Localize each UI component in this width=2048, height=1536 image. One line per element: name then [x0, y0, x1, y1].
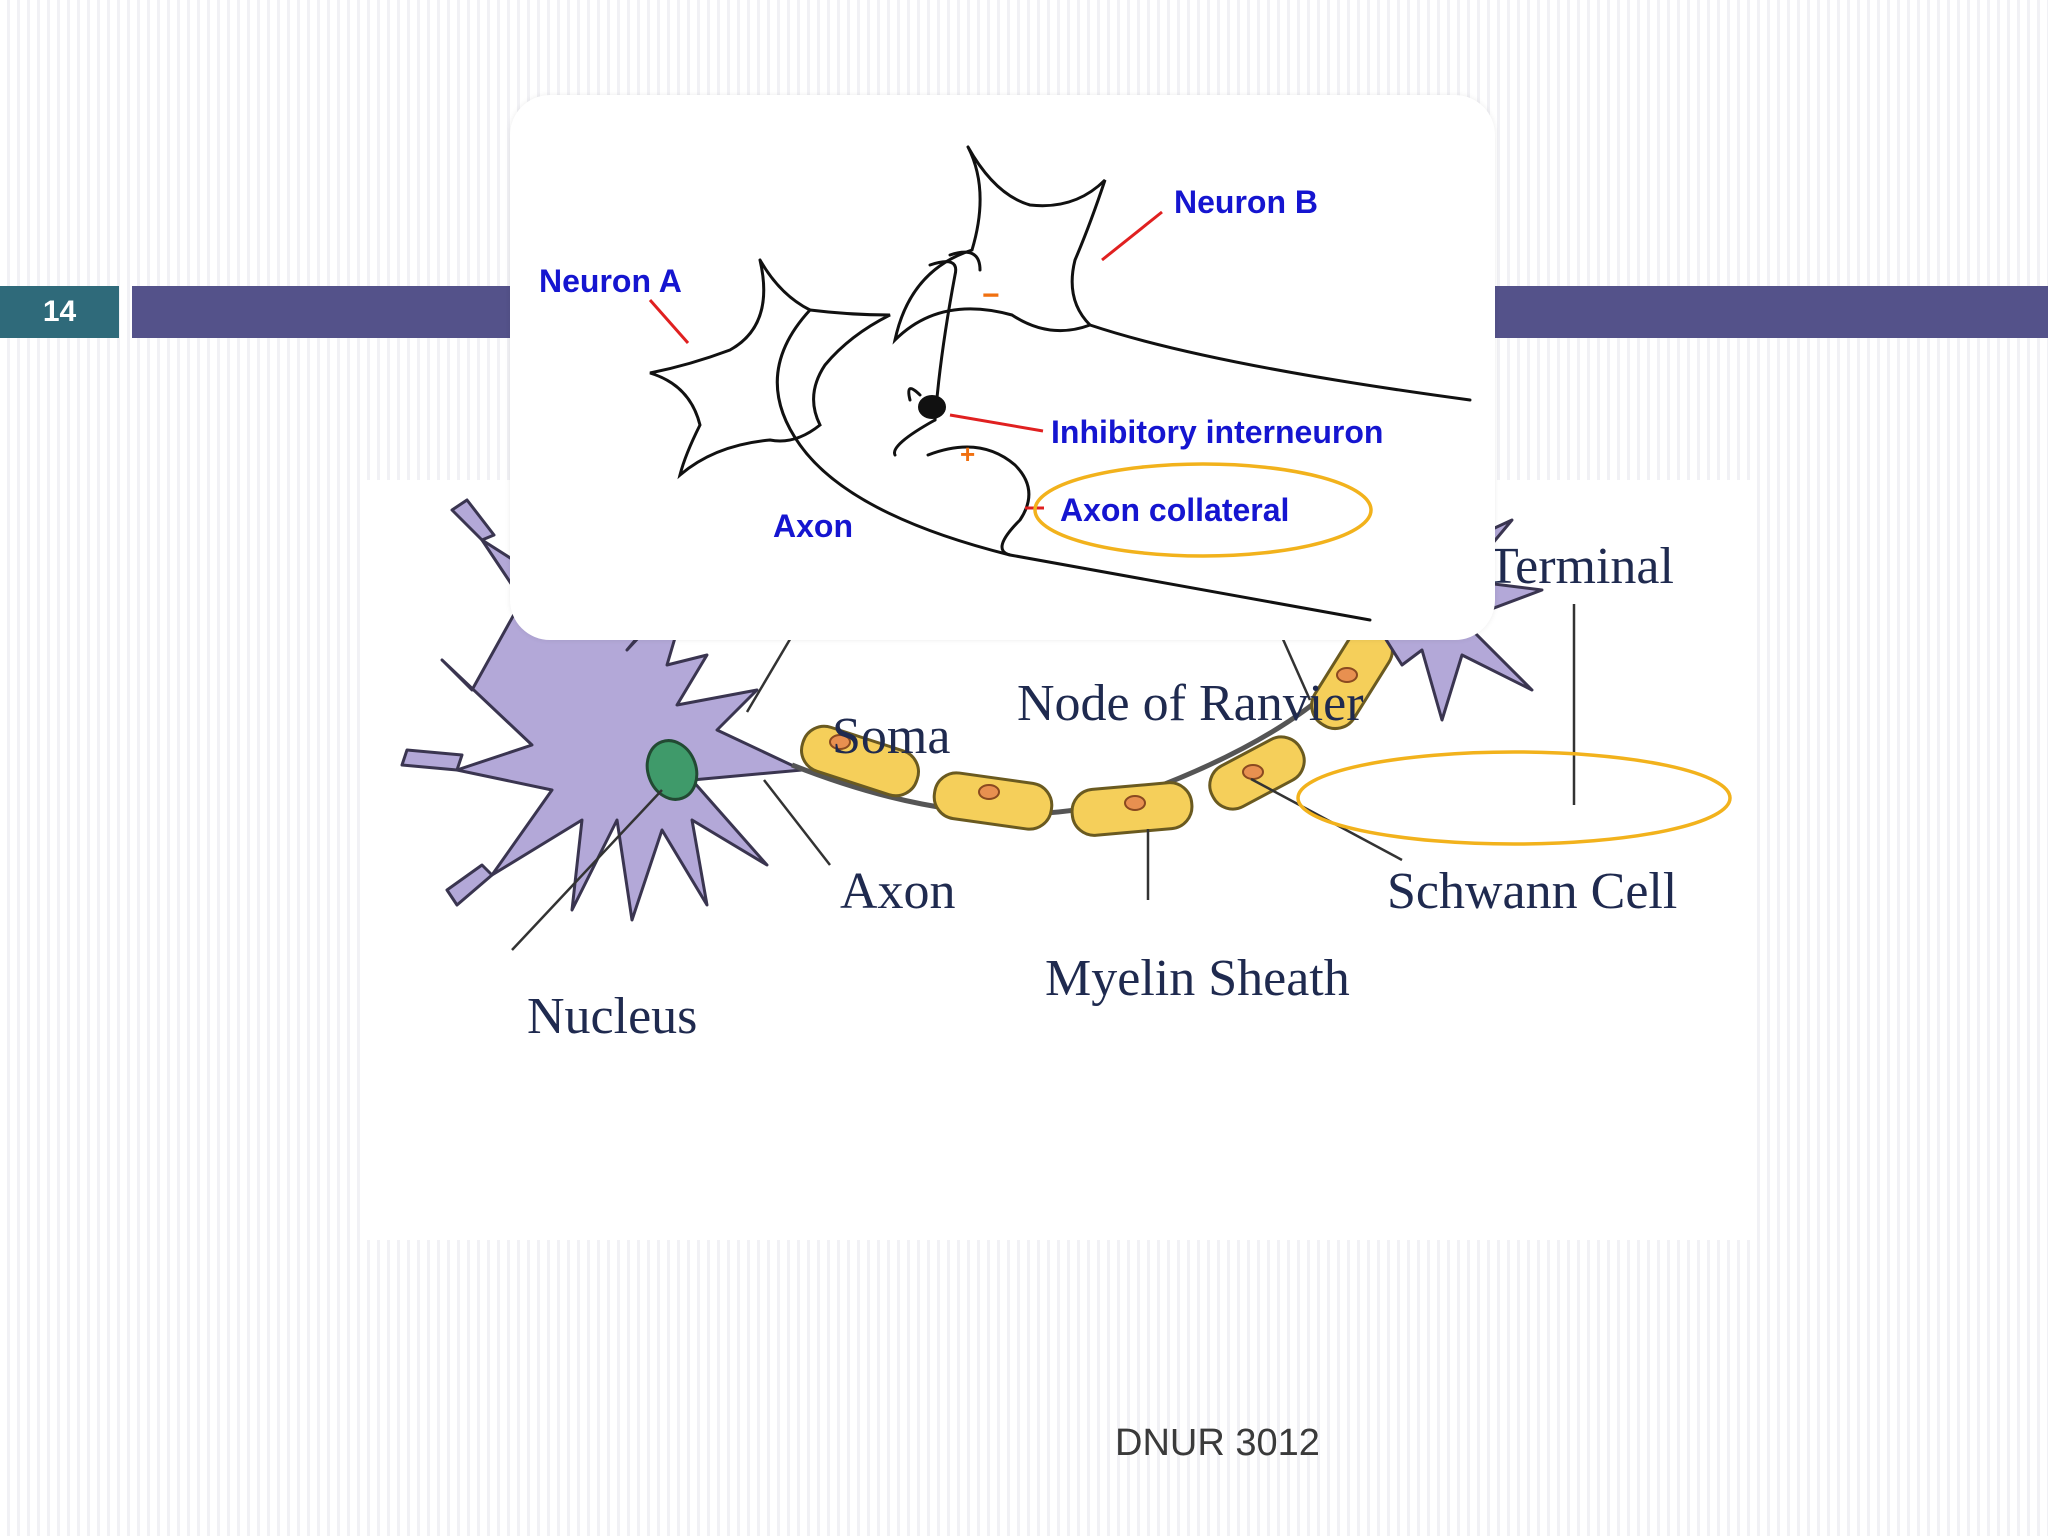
schwann-nuclei: [829, 667, 1358, 811]
footer-course-code: DNUR 3012: [1115, 1422, 1320, 1464]
label-myelin-sheath: Myelin Sheath: [1045, 950, 1350, 1007]
excitatory-sign: +: [960, 439, 975, 469]
label-axon-collateral: Axon collateral: [1060, 492, 1289, 528]
label-axon: Axon: [840, 863, 956, 920]
label-inhibitory-interneuron: Inhibitory interneuron: [1051, 414, 1383, 450]
label-inset-axon: Axon: [773, 508, 853, 544]
inset-neuron-outlines: [649, 145, 1472, 622]
inset-diagram-svg: − + Neuron A Neuron B Inhibitory interne…: [539, 145, 1472, 622]
axon-collateral-highlight: [1033, 462, 1373, 558]
slide-number-text: 14: [42, 295, 77, 328]
inhibitory-sign: −: [982, 279, 1000, 312]
nucleus-shape: [645, 739, 699, 801]
terminal-highlight: [1296, 750, 1732, 846]
label-schwann-cell: Schwann Cell: [1387, 863, 1677, 920]
slide-number: 14: [0, 286, 119, 338]
label-neuron-b: Neuron B: [1174, 184, 1318, 220]
inset-pointers: [648, 210, 1163, 510]
label-neuron-a: Neuron A: [539, 263, 682, 299]
interneuron-body: [918, 395, 946, 419]
label-nucleus: Nucleus: [527, 988, 697, 1045]
label-soma: Soma: [832, 708, 950, 765]
label-node-of-ranvier: Node of Ranvier: [1017, 675, 1364, 732]
label-terminal: Terminal: [1487, 538, 1674, 595]
inset-diagram: − + Neuron A Neuron B Inhibitory interne…: [510, 95, 1495, 640]
